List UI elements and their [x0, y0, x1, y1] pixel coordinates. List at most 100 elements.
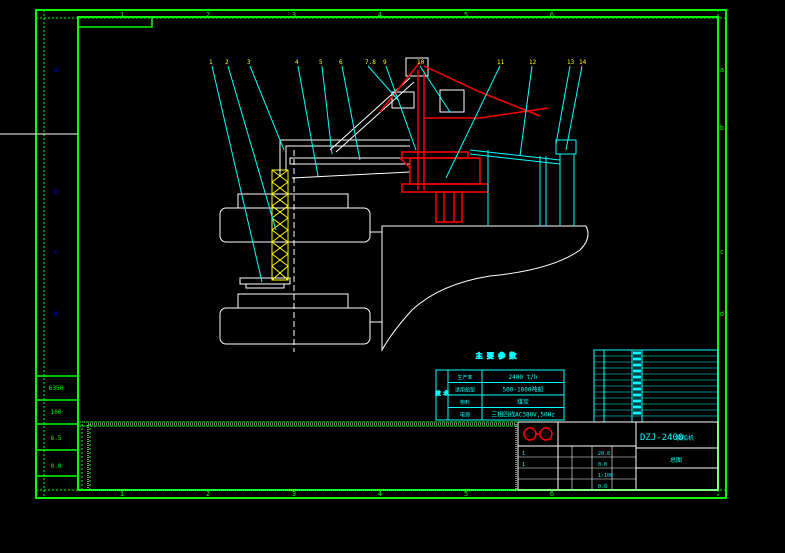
parts-list-mark	[633, 405, 641, 409]
company-logo	[523, 427, 553, 441]
param-value: 煤炭	[517, 398, 529, 406]
parts-list-mark	[633, 399, 641, 403]
title-block-small-label: 20.0	[598, 451, 610, 457]
leader-12	[519, 65, 533, 157]
zone-letter-left: a	[54, 66, 58, 74]
part-callout: 7.8	[365, 59, 376, 66]
leader-2	[227, 65, 277, 231]
title-block-grid	[518, 446, 636, 490]
zone-letter-left: c	[54, 248, 58, 256]
leader-1	[211, 65, 263, 283]
title-block-small-label: 1:100	[598, 473, 613, 479]
zone-number-bottom: 2	[206, 490, 210, 498]
slewing-machinery	[379, 61, 549, 223]
title-block-sheet-label: 1	[522, 462, 525, 468]
conveyor-tie	[291, 171, 411, 179]
portal-leg	[435, 191, 463, 223]
operator-cab	[391, 91, 415, 109]
part-callout: 1	[209, 59, 213, 66]
parts-list-mark	[633, 369, 641, 373]
zone-number-top: 6	[550, 11, 554, 19]
part-callout: 3	[247, 59, 251, 66]
param-value: 2400 t/h	[509, 374, 538, 381]
frame-corner-marker	[77, 16, 153, 28]
boom-stay-inner	[335, 81, 415, 153]
parts-list-mark	[633, 387, 641, 391]
parts-list-mark	[633, 411, 641, 415]
tower-foot-plate	[245, 283, 285, 289]
feed-conveyor-bottom	[469, 153, 561, 165]
zone-number-top: 1	[120, 11, 124, 19]
param-name: 电源	[460, 412, 470, 419]
pier-structure	[381, 225, 589, 352]
boom-structure	[279, 57, 465, 179]
drawing-model: DZJ-2400	[640, 433, 683, 443]
params-title: 主 要 参 数	[476, 351, 517, 360]
zone-letter-right: d	[720, 310, 724, 318]
zone-number-top: 2	[206, 11, 210, 19]
leader-3	[249, 65, 285, 151]
parts-list-mark	[633, 357, 641, 361]
param-value: 500-1000吨船	[503, 386, 544, 394]
title-block-sheet-label: 1	[522, 451, 525, 457]
feed-conveyor-top	[469, 149, 561, 161]
leader-10	[419, 65, 451, 113]
parts-list-mark	[633, 363, 641, 367]
leader-11	[445, 65, 501, 179]
zone-letter-left: b	[54, 188, 58, 196]
boom-hinge	[399, 157, 411, 169]
barge-upper-hull	[219, 207, 371, 243]
parts-list-rows	[594, 351, 718, 417]
part-callout: 13	[567, 59, 575, 66]
title-block-small-label: 0.0	[598, 484, 607, 490]
leader-9	[385, 65, 417, 151]
leader-14	[565, 65, 583, 151]
zone-letter-right: b	[720, 124, 724, 132]
upper-boom-inner	[285, 145, 410, 170]
title-block: DZJ-2400 装船机 总图 20.0 0.0 1:100 0.0 1 1	[517, 421, 719, 491]
zone-number-top: 5	[464, 11, 468, 19]
outer-border	[35, 9, 727, 499]
drawing-model-suffix: 装船机	[676, 434, 694, 442]
part-callout: 6	[339, 59, 343, 66]
leader-6	[341, 65, 361, 161]
barge-lower-hull	[219, 307, 371, 345]
leader-13	[555, 65, 571, 145]
counter-jib	[424, 107, 549, 119]
parts-list-mark	[633, 381, 641, 385]
feed-conveyor	[469, 139, 577, 226]
part-callout: 11	[497, 59, 505, 66]
params-side-label: 技 术	[435, 390, 448, 397]
param-name: 适用船型	[455, 387, 475, 394]
lower-blank-panel	[87, 423, 517, 491]
zone-number-bottom: 5	[464, 490, 468, 498]
part-callout: 14	[579, 59, 587, 66]
top-pulley-box	[405, 57, 429, 77]
part-callout: 4	[295, 59, 299, 66]
leader-7	[367, 65, 399, 101]
left-strip-label: 0.0	[51, 463, 62, 470]
drawing-name: 总图	[670, 456, 682, 464]
leader-5	[321, 65, 333, 155]
machine-house	[439, 89, 465, 113]
zone-number-bottom: 6	[550, 490, 554, 498]
counter-jib-tie	[423, 65, 541, 117]
zone-letter-right: a	[720, 66, 724, 74]
part-callout: 2	[225, 59, 229, 66]
title-block-small-label: 0.0	[598, 462, 607, 468]
part-callout: 10	[417, 59, 425, 66]
title-block-small-labels: 20.0 0.0 1:100 0.0 1 1	[522, 451, 613, 490]
part-callout: 9	[383, 59, 387, 66]
leader-4	[297, 65, 319, 177]
left-strip-label: 6.5	[51, 435, 62, 442]
title-block-border	[517, 421, 719, 491]
